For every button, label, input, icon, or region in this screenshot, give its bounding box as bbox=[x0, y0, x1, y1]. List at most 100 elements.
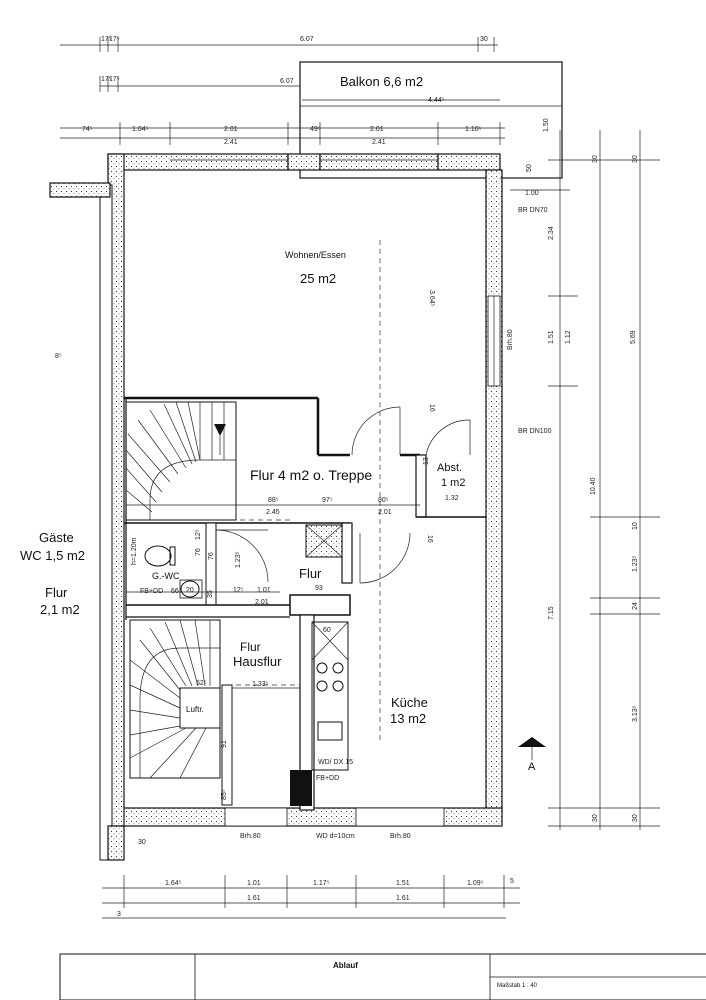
dim-b-161b: 1.61 bbox=[396, 895, 410, 902]
dim-w-60: 60 bbox=[323, 627, 331, 634]
right-dimension-lines bbox=[500, 130, 660, 830]
wc-fixtures bbox=[144, 545, 203, 599]
dim-w-20: 20 bbox=[186, 587, 194, 594]
dim-top-30: 30 bbox=[480, 36, 488, 43]
anno-fb-dd-kitchen: FB+DD bbox=[316, 775, 339, 782]
dim-d-313: 3.13⁵ bbox=[632, 705, 639, 722]
doors bbox=[215, 406, 471, 584]
stairs-upper bbox=[125, 401, 237, 521]
dim-r1-201a: 2.01 bbox=[224, 126, 238, 133]
room-wohnen-area: 25 m2 bbox=[300, 271, 336, 286]
dim-top-a: 17⁵ bbox=[101, 36, 112, 43]
dim-w-76b: 76 bbox=[208, 552, 215, 560]
dim-w-12b: 12⁵ bbox=[233, 587, 244, 594]
dim-balkon-444: 4.44⁵ bbox=[428, 97, 445, 104]
dim-w-35: 35 bbox=[207, 590, 214, 598]
anno-brh80-bottom-left: Brh.80 bbox=[240, 833, 261, 840]
room-wohnen-title: Wohnen/Essen bbox=[285, 250, 346, 260]
dim-h-52: 52⁵ bbox=[196, 680, 207, 687]
dim-h-91: 91 bbox=[221, 740, 228, 748]
dim-b-109: 1.09⁵ bbox=[467, 880, 484, 887]
room-flur-haus-1: Flur bbox=[240, 640, 261, 654]
dim-d-24: 24 bbox=[632, 602, 639, 610]
dim-top-total: 6.07 bbox=[300, 36, 314, 43]
anno-brh80-right: Brh.80 bbox=[507, 329, 514, 350]
dim-d-715: 7.15 bbox=[548, 606, 555, 620]
dim-r1-49: 49⁵ bbox=[310, 126, 321, 133]
dim-d-50: 50 bbox=[526, 164, 533, 172]
dim-r1-241a: 2.41 bbox=[224, 139, 238, 146]
dim-d-10: 10 bbox=[632, 522, 639, 530]
room-gwc: G.-WC bbox=[152, 571, 180, 581]
outer-walls bbox=[49, 153, 503, 861]
room-abst-area: 1 m2 bbox=[441, 477, 465, 489]
anno-brh80-bottom-right: Brh.80 bbox=[390, 833, 411, 840]
room-balkon: Balkon 6,6 m2 bbox=[340, 74, 423, 89]
dim-f-97: 97⁵ bbox=[322, 497, 333, 504]
stairs-lower bbox=[129, 619, 221, 779]
dim-r1-241b: 2.41 bbox=[372, 139, 386, 146]
dim-d-16a: 16 bbox=[428, 404, 435, 412]
dim-r1-74: 74⁵ bbox=[82, 126, 93, 133]
dim-h-133: 1.33⁵ bbox=[252, 681, 269, 688]
top-dimension-lines bbox=[60, 37, 505, 145]
dim-w-101: 1.01 bbox=[257, 587, 271, 594]
title-block bbox=[59, 953, 706, 1000]
dim-top-d: 17⁵ bbox=[109, 76, 120, 83]
dim-d-30-bot-a: 30 bbox=[592, 814, 599, 822]
room-luftr: Luftr. bbox=[186, 705, 204, 714]
dim-w-123: 1.23⁵ bbox=[235, 551, 242, 568]
room-flur-left-2: 2,1 m2 bbox=[40, 602, 80, 617]
room-flur-left-1: Flur bbox=[45, 585, 68, 600]
dim-d-100: 1.00 bbox=[525, 190, 539, 197]
dim-w-12: 12⁵ bbox=[195, 529, 202, 540]
section-mark bbox=[518, 737, 546, 760]
balkon bbox=[299, 61, 563, 179]
dim-d-151: 1.51 bbox=[548, 330, 555, 344]
dim-w-93: 93 bbox=[315, 585, 323, 592]
dim-d-569: 5.69 bbox=[630, 330, 637, 344]
dim-d-30-top-a: 30 bbox=[592, 155, 599, 163]
room-abst-title: Abst. bbox=[437, 462, 462, 474]
room-flur-haus-2: Hausflur bbox=[233, 654, 282, 669]
dim-h-30: 30 bbox=[138, 839, 146, 846]
room-kueche-title: Küche bbox=[391, 695, 428, 710]
room-kueche-area: 13 m2 bbox=[390, 711, 426, 726]
dim-d-8: 8⁵ bbox=[55, 353, 62, 360]
dim-b-164: 1.64⁵ bbox=[165, 880, 182, 887]
anno-br-dn70: BR DN70 bbox=[518, 207, 548, 214]
titleblock-title: Ablauf bbox=[333, 961, 358, 970]
dim-balkon-607: 6.07 bbox=[280, 78, 294, 85]
dim-h-85: 85⁵ bbox=[221, 789, 228, 800]
anno-fb-dd-wc: FB+DD bbox=[140, 588, 163, 595]
dim-d-1040: 10.40 bbox=[590, 477, 597, 495]
dim-r1-201b: 2.01 bbox=[370, 126, 384, 133]
dim-d-123: 1.23⁵ bbox=[632, 555, 639, 572]
dim-d-364: 3.64⁵ bbox=[428, 290, 435, 307]
dim-b-117: 1.17⁵ bbox=[313, 880, 330, 887]
room-flur-treppe: Flur 4 m2 o. Treppe bbox=[250, 467, 372, 483]
dim-d-112: 1.12 bbox=[565, 330, 572, 344]
dim-f-132: 1.32 bbox=[445, 495, 459, 502]
dim-d-13: 13 bbox=[423, 457, 430, 465]
dim-d-30-bot-b: 30 bbox=[632, 814, 639, 822]
titleblock-scale: Maßstab 1 : 40 bbox=[497, 983, 538, 989]
dim-w-66: 66 bbox=[171, 588, 179, 595]
dim-r1-104: 1.04⁵ bbox=[132, 126, 149, 133]
anno-wd-kitchen: WD/ DX 15 bbox=[318, 759, 353, 766]
dim-b-3: 3 bbox=[117, 911, 121, 918]
dim-w-201: 2.01 bbox=[255, 599, 269, 606]
dim-d-234: 2.34 bbox=[548, 226, 555, 240]
dim-d-30-top-b: 30 bbox=[632, 155, 639, 163]
dim-top-c: 17⁵ bbox=[101, 76, 112, 83]
inner-walls bbox=[124, 396, 486, 811]
anno-h120: h=1.20m bbox=[131, 537, 138, 565]
dim-f-201: 2.01 bbox=[378, 509, 392, 516]
dim-b-161a: 1.61 bbox=[247, 895, 261, 902]
dim-f-88: 88⁵ bbox=[268, 497, 279, 504]
dim-f-245: 2.45 bbox=[266, 509, 280, 516]
room-gaeste-1: Gäste bbox=[39, 530, 74, 545]
dim-b-151: 1.51 bbox=[396, 880, 410, 887]
kitchen-fixtures bbox=[305, 524, 349, 771]
